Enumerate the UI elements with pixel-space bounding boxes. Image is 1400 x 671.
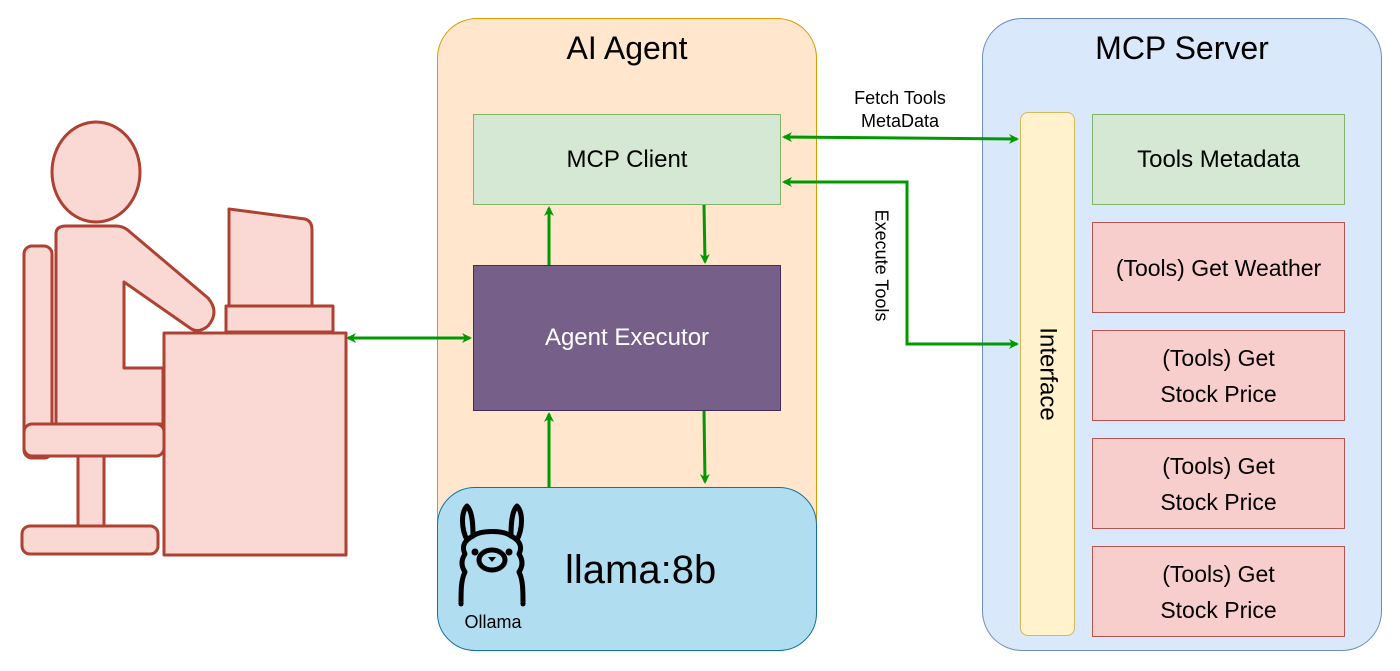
client-to-executor-arrow <box>699 204 710 264</box>
monitor <box>227 207 314 308</box>
ollama-label: Ollama <box>464 611 522 632</box>
llama-icon <box>453 500 531 608</box>
user-at-computer-icon <box>20 120 348 557</box>
chair-base <box>20 524 160 556</box>
chair-seat <box>22 422 166 458</box>
execute-tools-arrow <box>782 177 1019 349</box>
keyboard <box>224 304 335 334</box>
desk <box>162 331 348 557</box>
tool-node: (Tools) Get Stock Price <box>1092 546 1345 637</box>
mcp-server-title: MCP Server <box>1095 29 1269 66</box>
tool-node: (Tools) Get Stock Price <box>1092 438 1345 529</box>
chair-back <box>22 244 54 460</box>
server-interface-node <box>1020 112 1075 636</box>
chair-post <box>76 454 106 530</box>
tools-metadata-node: Tools Metadata <box>1092 114 1345 205</box>
agent-executor-node: Agent Executor <box>473 265 781 411</box>
tool-node: (Tools) Get Weather <box>1092 222 1345 313</box>
person-head <box>50 120 142 224</box>
fetch-tools-edge-label: Fetch Tools MetaData <box>854 88 946 131</box>
mcp-client-node: MCP Client <box>473 114 781 205</box>
executor-to-llm-arrow <box>699 410 710 484</box>
llm-model-label: llama:8b <box>565 547 717 592</box>
fetch-tools-arrow <box>782 132 1019 144</box>
tool-node: (Tools) Get Stock Price <box>1092 330 1345 421</box>
person-body <box>54 224 216 426</box>
ai-agent-title: AI Agent <box>566 29 688 66</box>
